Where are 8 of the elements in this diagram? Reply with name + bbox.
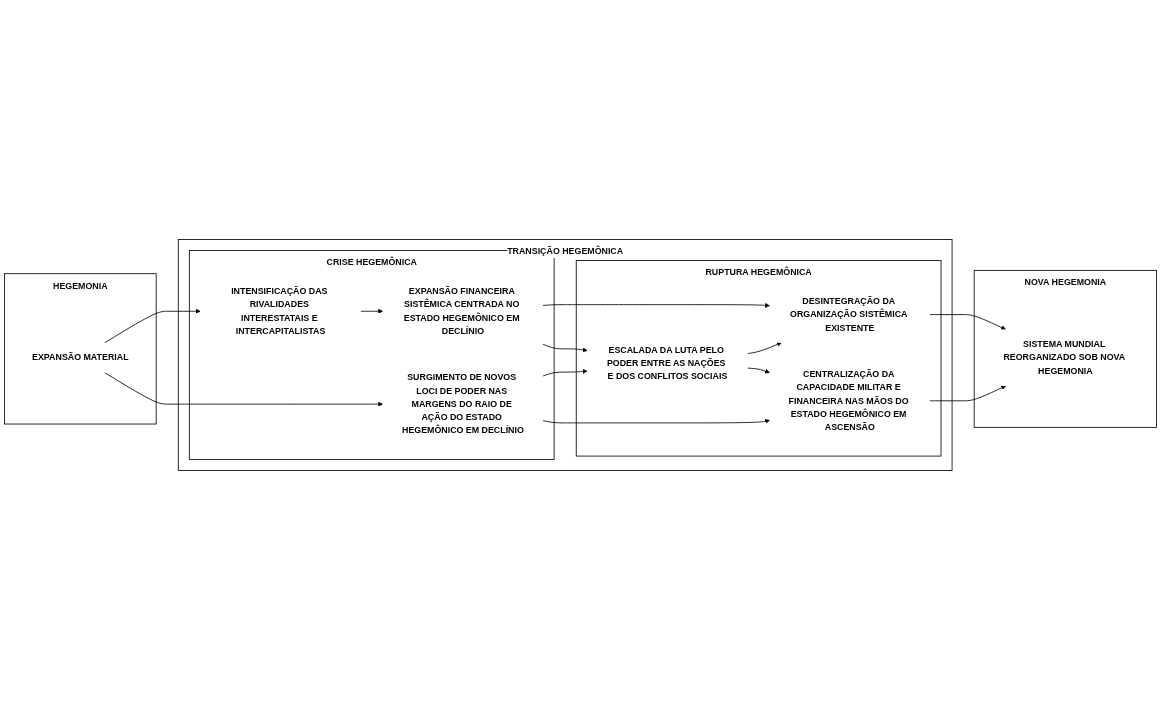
node-text: SISTEMA MUNDIAL REORGANIZADO SOB NOVA HEGEMONIA xyxy=(1003,339,1125,376)
node-text: SURGIMENTO DE NOVOS LOCI DE PODER NAS MARGENS DO RAIO DE AÇÃO DO ESTADO HEGEMÔNICO EM DECLÍNIO xyxy=(401,372,524,436)
node-text: DESINTEGRAÇÃO DA ORGANIZAÇÃO SISTÊMICA EXISTENTE xyxy=(790,296,908,333)
node-text: ESCALADA DA LUTA PELO PODER ENTRE AS NAÇÕES E DOS CONFLITOS SOCIAIS xyxy=(606,345,728,381)
node-text: EXPANSÃO MATERIAL xyxy=(32,352,129,363)
node-text: CENTRALIZAÇÃO DA CAPACIDADE MILITAR E FINANCEIRA NAS MÃOS DO ESTADO HEGEMÔNICO EM ASCENSÃO xyxy=(788,369,909,432)
node-text: EXPANSÃO FINANCEIRA SISTÊMICA CENTRADA NO ESTADO HEGEMÔNICO EM DECLÍNIO xyxy=(403,286,520,336)
node-text: INTENSIFICAÇÃO DAS RIVALIDADES INTERESTATAIS E INTERCAPITALISTAS xyxy=(231,286,328,336)
